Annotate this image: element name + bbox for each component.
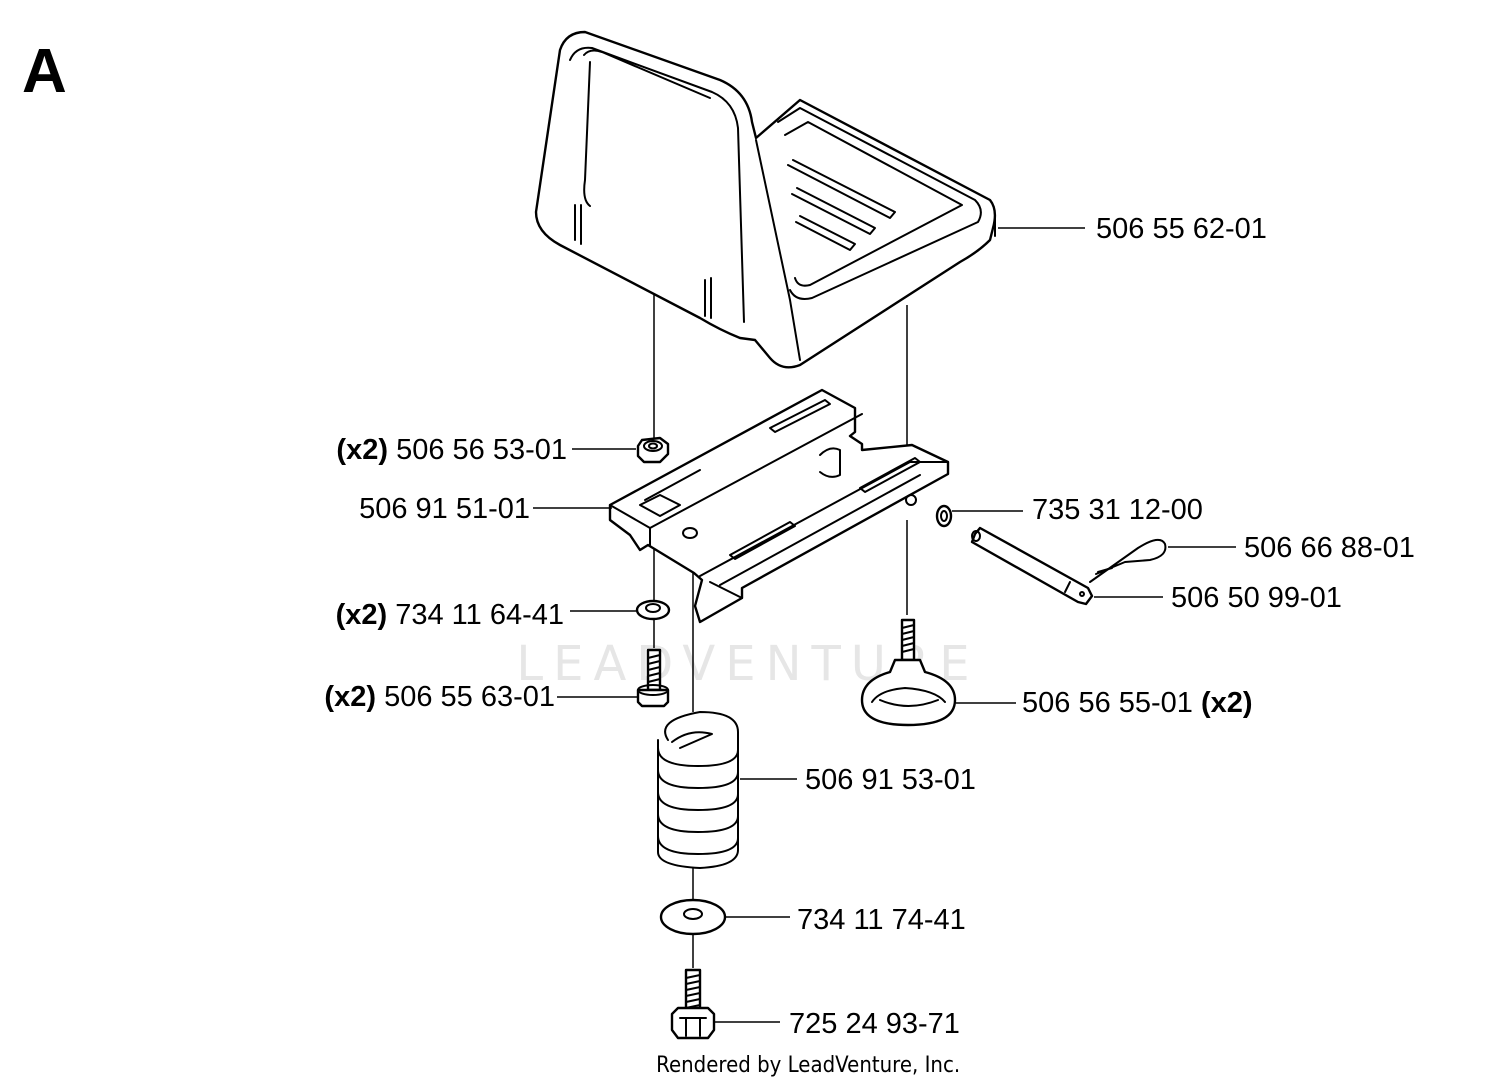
footer-credit: Rendered by LeadVenture, Inc. <box>656 1052 960 1077</box>
washer-large-part <box>659 898 727 936</box>
nut-part <box>636 436 670 464</box>
leader-lines <box>533 227 1236 1023</box>
label-pin: 506 50 99-01 <box>1171 582 1342 614</box>
label-bracket: 506 91 51-01 <box>359 493 530 525</box>
washer-small-part <box>635 599 671 621</box>
knob-part <box>860 618 957 727</box>
label-knob: 506 56 55-01 (x2) <box>1022 687 1253 719</box>
bolt-flange-part <box>670 968 716 1040</box>
section-letter: A <box>22 37 67 106</box>
label-bolt-flange: 725 24 93-71 <box>789 1008 960 1040</box>
clip-part <box>935 504 953 528</box>
spring-part <box>657 711 739 869</box>
label-washer-large: 734 11 74-41 <box>797 904 966 936</box>
label-washer-small: (x2) 734 11 64-41 <box>336 599 564 631</box>
hairpin-part <box>1089 538 1167 583</box>
label-clip: 735 31 12-00 <box>1032 494 1203 526</box>
seat-part <box>534 30 997 369</box>
label-nut: (x2) 506 56 53-01 <box>336 434 567 466</box>
label-seat: 506 55 62-01 <box>1096 213 1267 245</box>
bracket-part <box>608 388 950 624</box>
label-spring: 506 91 53-01 <box>805 764 976 796</box>
label-hairpin: 506 66 88-01 <box>1244 532 1415 564</box>
bolt-small-part <box>636 648 670 708</box>
pin-part <box>970 526 1094 606</box>
label-bolt-small: (x2) 506 55 63-01 <box>324 681 555 713</box>
